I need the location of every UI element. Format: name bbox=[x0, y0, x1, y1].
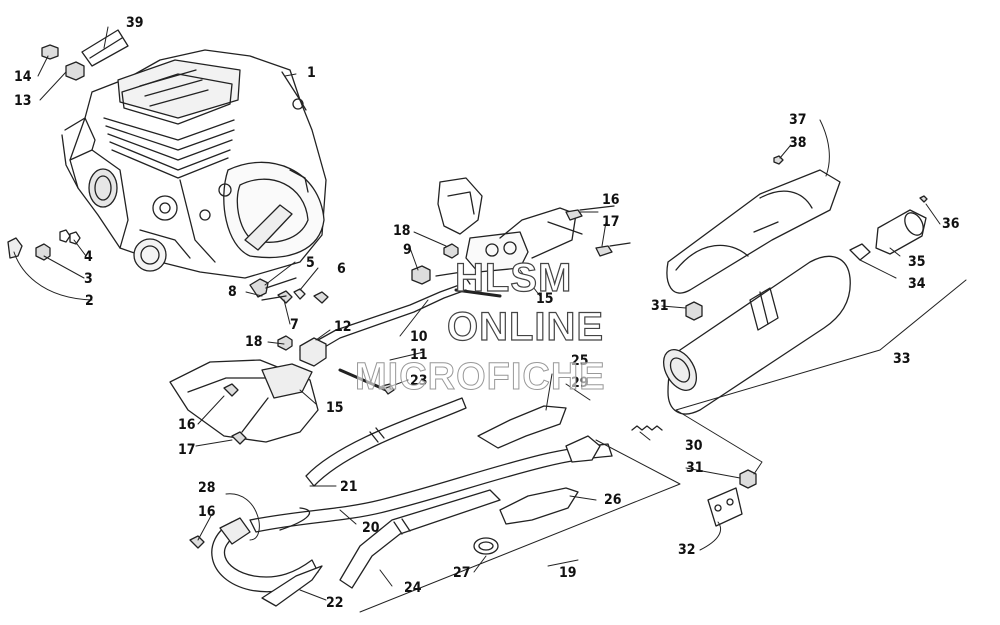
callout-10: 10 bbox=[410, 329, 428, 345]
callout-28: 28 bbox=[198, 480, 216, 496]
callout-15-upper: 15 bbox=[536, 291, 554, 307]
callout-16-mid: 16 bbox=[178, 417, 196, 433]
bracket-assembly bbox=[277, 177, 631, 395]
callout-6: 6 bbox=[337, 261, 346, 277]
callout-22: 22 bbox=[326, 595, 344, 611]
engine-small-parts bbox=[7, 29, 129, 261]
callout-29: 29 bbox=[571, 375, 589, 391]
callout-16-lower: 16 bbox=[198, 504, 216, 520]
callout-16-upper: 16 bbox=[602, 192, 620, 208]
callout-39: 39 bbox=[126, 15, 144, 31]
callout-9: 9 bbox=[403, 242, 412, 258]
callout-18-lower: 18 bbox=[245, 334, 263, 350]
callout-1: 1 bbox=[307, 65, 316, 81]
watermark-line-1: HLSM bbox=[454, 255, 573, 300]
callout-30: 30 bbox=[685, 438, 703, 454]
callout-27: 27 bbox=[453, 565, 471, 581]
callout-2: 2 bbox=[85, 293, 94, 309]
callout-23: 23 bbox=[410, 373, 428, 389]
callout-19: 19 bbox=[559, 565, 577, 581]
callout-5: 5 bbox=[306, 255, 315, 271]
callout-37: 37 bbox=[789, 112, 807, 128]
callout-24: 24 bbox=[404, 580, 422, 596]
callout-7: 7 bbox=[290, 317, 299, 333]
lower-heat-shield bbox=[169, 359, 319, 445]
callout-15-lower: 15 bbox=[326, 400, 344, 416]
callout-4: 4 bbox=[84, 249, 93, 265]
callout-21: 21 bbox=[340, 479, 358, 495]
callout-31-upper: 31 bbox=[651, 298, 669, 314]
callout-18-upper: 18 bbox=[393, 223, 411, 239]
mounting-bolts bbox=[249, 277, 329, 304]
watermark-line-2: ONLINE bbox=[446, 304, 605, 349]
callout-17-lower: 17 bbox=[178, 442, 196, 458]
leader-lines bbox=[13, 26, 967, 613]
callout-33: 33 bbox=[893, 351, 911, 367]
callout-35: 35 bbox=[908, 254, 926, 270]
callout-3: 3 bbox=[84, 271, 93, 287]
muffler bbox=[662, 155, 928, 527]
callout-34: 34 bbox=[908, 276, 926, 292]
callout-31-lower: 31 bbox=[686, 460, 704, 476]
callout-11: 11 bbox=[410, 347, 428, 363]
callout-12: 12 bbox=[334, 319, 352, 335]
callout-20: 20 bbox=[362, 520, 380, 536]
callout-8: 8 bbox=[228, 284, 237, 300]
callout-17-upper: 17 bbox=[602, 214, 620, 230]
callout-32: 32 bbox=[678, 542, 696, 558]
callout-26: 26 bbox=[604, 492, 622, 508]
callout-14: 14 bbox=[14, 69, 32, 85]
watermark-line-3: MICROFICHE bbox=[355, 356, 606, 399]
callout-38: 38 bbox=[789, 135, 807, 151]
callout-36: 36 bbox=[942, 216, 960, 232]
callout-25: 25 bbox=[571, 353, 589, 369]
engine-illustration bbox=[61, 49, 327, 279]
callout-13: 13 bbox=[14, 93, 32, 109]
